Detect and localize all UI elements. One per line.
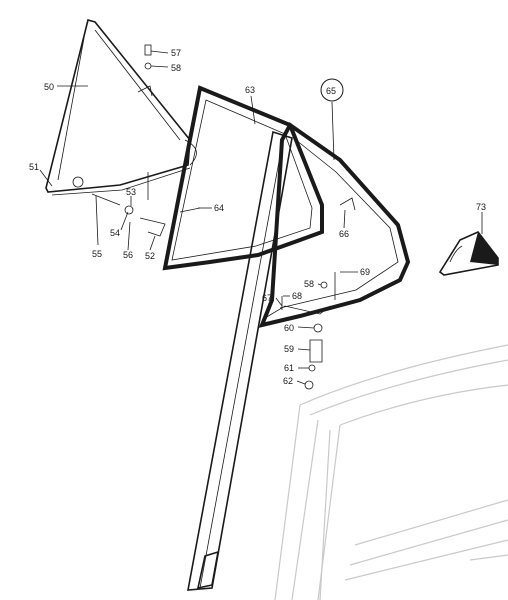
callout-57: 57 — [171, 48, 181, 58]
callout-62: 62 — [283, 376, 293, 386]
leader-lines — [39, 50, 483, 385]
callout-53: 53 — [126, 187, 136, 197]
car-body-outline — [274, 344, 508, 600]
callout-61: 61 — [284, 363, 294, 373]
door-glass-frame — [258, 122, 411, 328]
callout-59: 59 — [284, 344, 294, 354]
callout-69: 69 — [360, 267, 370, 277]
callout-55: 55 — [92, 249, 102, 259]
callout-circle-65 — [320, 78, 344, 102]
callout-63: 63 — [245, 85, 255, 95]
callout-58-lower: 58 — [304, 279, 314, 289]
callout-52: 52 — [145, 251, 155, 261]
callout-60: 60 — [284, 323, 294, 333]
callout-58-upper: 58 — [171, 63, 181, 73]
seal-part-73 — [438, 231, 499, 276]
callout-73: 73 — [476, 202, 486, 212]
vent-window-frame — [45, 19, 197, 196]
callout-66: 66 — [339, 229, 349, 239]
callout-64: 64 — [214, 203, 224, 213]
callout-65: 65 — [326, 86, 336, 96]
callout-50: 50 — [44, 82, 54, 92]
callout-labels: 57 58 50 63 65 51 53 64 54 66 55 56 52 7… — [29, 48, 486, 386]
callout-68: 68 — [292, 291, 302, 301]
callout-54: 54 — [110, 228, 120, 238]
callout-56: 56 — [123, 250, 133, 260]
vertical-glass-channel — [187, 130, 293, 591]
hardware-pieces — [91, 44, 356, 390]
callout-51: 51 — [29, 162, 39, 172]
window-glass-frame — [162, 85, 324, 271]
callout-67: 67 — [262, 293, 272, 303]
